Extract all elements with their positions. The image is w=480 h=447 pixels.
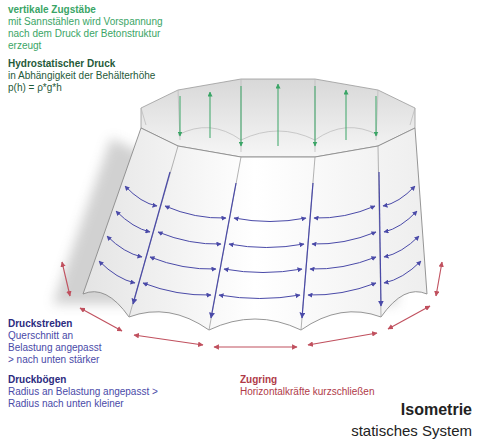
formula-text: p(h) = ρ*g*h (8, 82, 62, 94)
annotation-heading: Druckstreben (8, 318, 72, 330)
annotation-heading: Druckbögen (8, 374, 66, 386)
diagram-title: Isometrie (401, 400, 472, 420)
annotation-heading: Hydrostatischer Druck (8, 58, 115, 70)
annotation-text: mit Sannstählen wird Vorspannung nach de… (8, 16, 178, 52)
annotation-text: Querschnitt an Belastung angepasst > nac… (8, 330, 108, 366)
annotation-text: Radius an Belastung angepasst > Radius n… (8, 386, 158, 410)
annotation-text: Horizontalkräfte kurzschließen (240, 386, 375, 398)
diagram-caption: statisches System (351, 421, 472, 440)
annotation-heading: vertikale Zugstäbe (8, 4, 96, 16)
annotation-text: in Abhängigkeit der Behälterhöhe (8, 70, 155, 82)
annotation-heading: Zugring (240, 374, 277, 386)
